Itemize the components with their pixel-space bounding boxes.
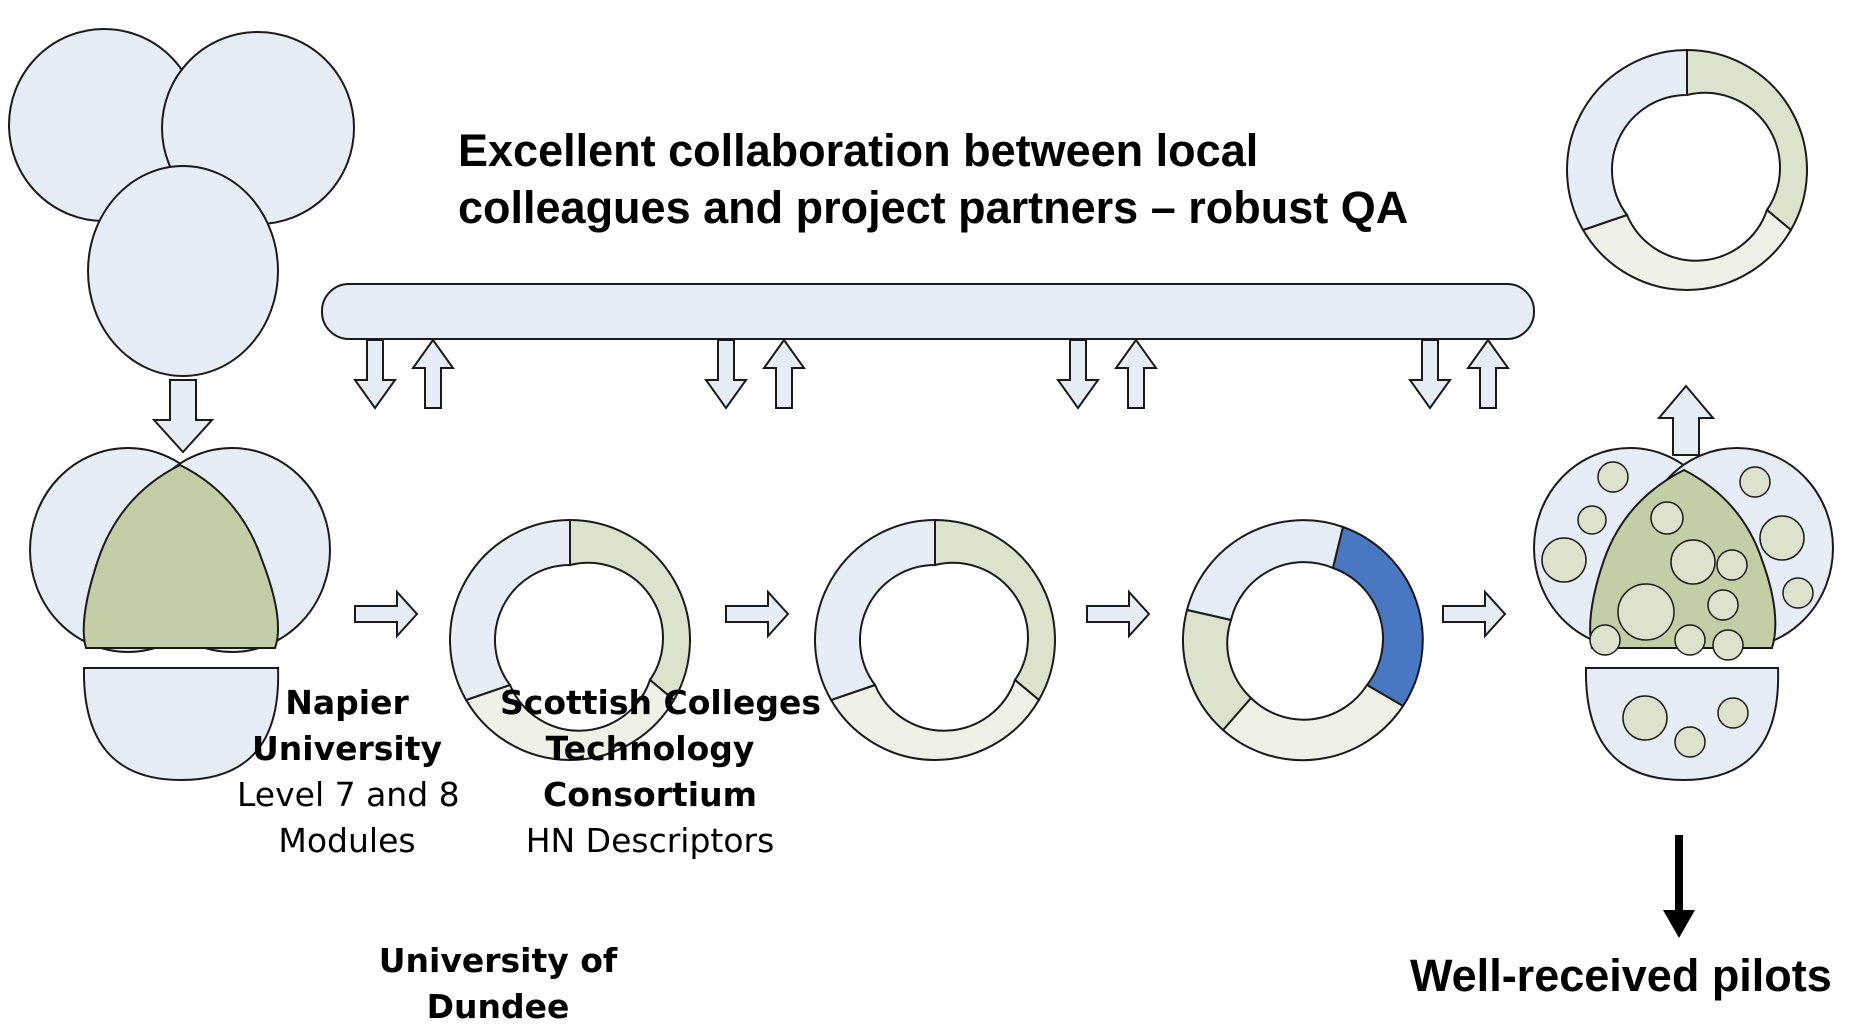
partner-dundee-label: University of Dundee <box>378 938 618 1030</box>
partner-name: Scottish Colleges <box>500 683 822 722</box>
partner-name: Dundee <box>426 987 570 1026</box>
partner-name: Consortium <box>543 775 757 814</box>
partner-detail: Level 7 and 8 <box>237 775 460 814</box>
partner-name: University of <box>378 941 618 980</box>
cycle-stage-2 <box>814 519 1056 761</box>
result-arrow-icon <box>1663 835 1695 938</box>
headline-line-1: Excellent collaboration between local <box>458 125 1259 176</box>
partner-detail: HN Descriptors <box>525 821 775 860</box>
partner-name: University <box>251 729 442 768</box>
exchange-arrows-2 <box>705 339 805 409</box>
partner-name: Technology <box>545 729 755 768</box>
headline: Excellent collaboration between local co… <box>458 122 1558 236</box>
partner-napier-label: Napier University Level 7 and 8 Modules <box>237 680 460 864</box>
exchange-arrows-3 <box>1057 339 1157 409</box>
three-circles-shape <box>8 28 355 377</box>
down-arrow-icon <box>151 379 215 454</box>
right-arrow-icon <box>1442 591 1506 637</box>
right-arrow-icon <box>725 591 789 637</box>
merged-triad-shape <box>29 447 331 782</box>
collaboration-diagram <box>8 28 1834 938</box>
right-arrow-icon <box>1086 591 1150 637</box>
exchange-arrows-1 <box>354 339 454 409</box>
partner-name: Napier <box>285 683 409 722</box>
exchange-arrows-4 <box>1409 339 1509 409</box>
cycle-top-right <box>1566 49 1808 291</box>
collaboration-bar <box>321 283 1535 340</box>
right-arrow-icon <box>354 591 418 637</box>
dotted-triad-shape <box>1533 447 1834 782</box>
cycle-stage-3 <box>1182 519 1424 762</box>
outcome-text: Well-received pilots <box>1410 950 1832 1001</box>
headline-line-2: colleagues and project partners – robust… <box>458 182 1409 233</box>
partner-sctc-label: Scottish Colleges Technology Consortium … <box>500 680 822 864</box>
partner-detail: Modules <box>278 821 416 860</box>
up-arrow-icon <box>1656 384 1716 456</box>
